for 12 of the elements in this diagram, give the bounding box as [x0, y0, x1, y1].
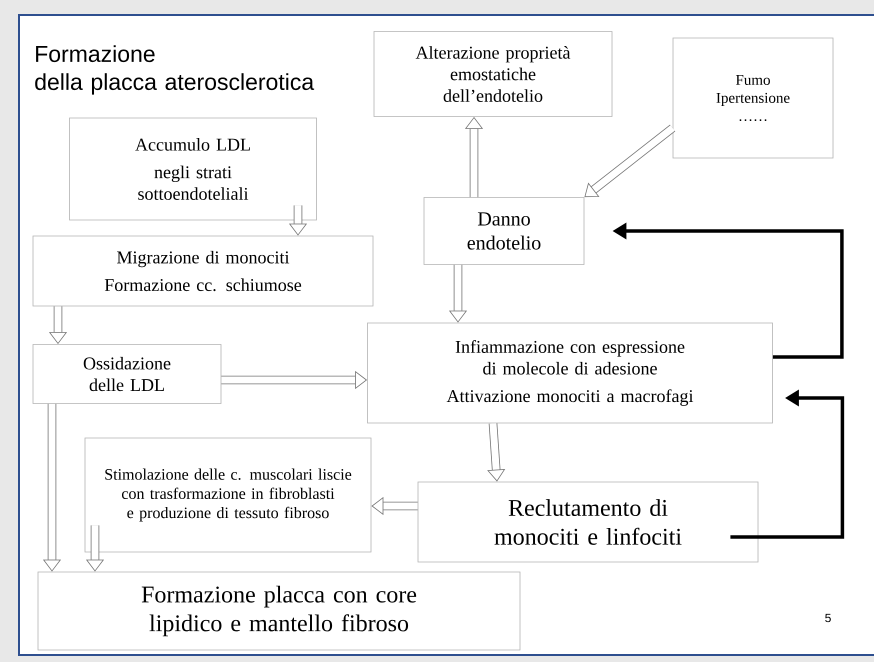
title: Formazione della placca aterosclerotica [35, 45, 314, 95]
process-box: Migrazione di monociti Formazione cc. schiumose [32, 236, 374, 306]
process-box: Stimolazione delle c. muscolari liscie con trasformazione in fibroblasti e produzione di tessuto fibroso [84, 438, 372, 552]
process-box: Formazione placca con core lipidico e mantello fibroso [38, 572, 520, 650]
process-box: Danno endotelio [424, 197, 584, 265]
process-box: Ossidazione delle LDL [32, 344, 222, 404]
process-box: Fumo Ipertensione …… [672, 38, 834, 158]
process-box: Alterazione proprietà emostatiche dell’endotelio [374, 31, 612, 117]
process-box: Reclutamento di monociti e linfociti [418, 482, 758, 562]
process-box: Infiammazione con espressione di molecole di adesione Attivazione monociti a macrofagi [367, 322, 773, 424]
process-box: Accumulo LDL negli strati sottoendoteliali [69, 118, 317, 220]
slide-number: 5 [825, 614, 831, 622]
